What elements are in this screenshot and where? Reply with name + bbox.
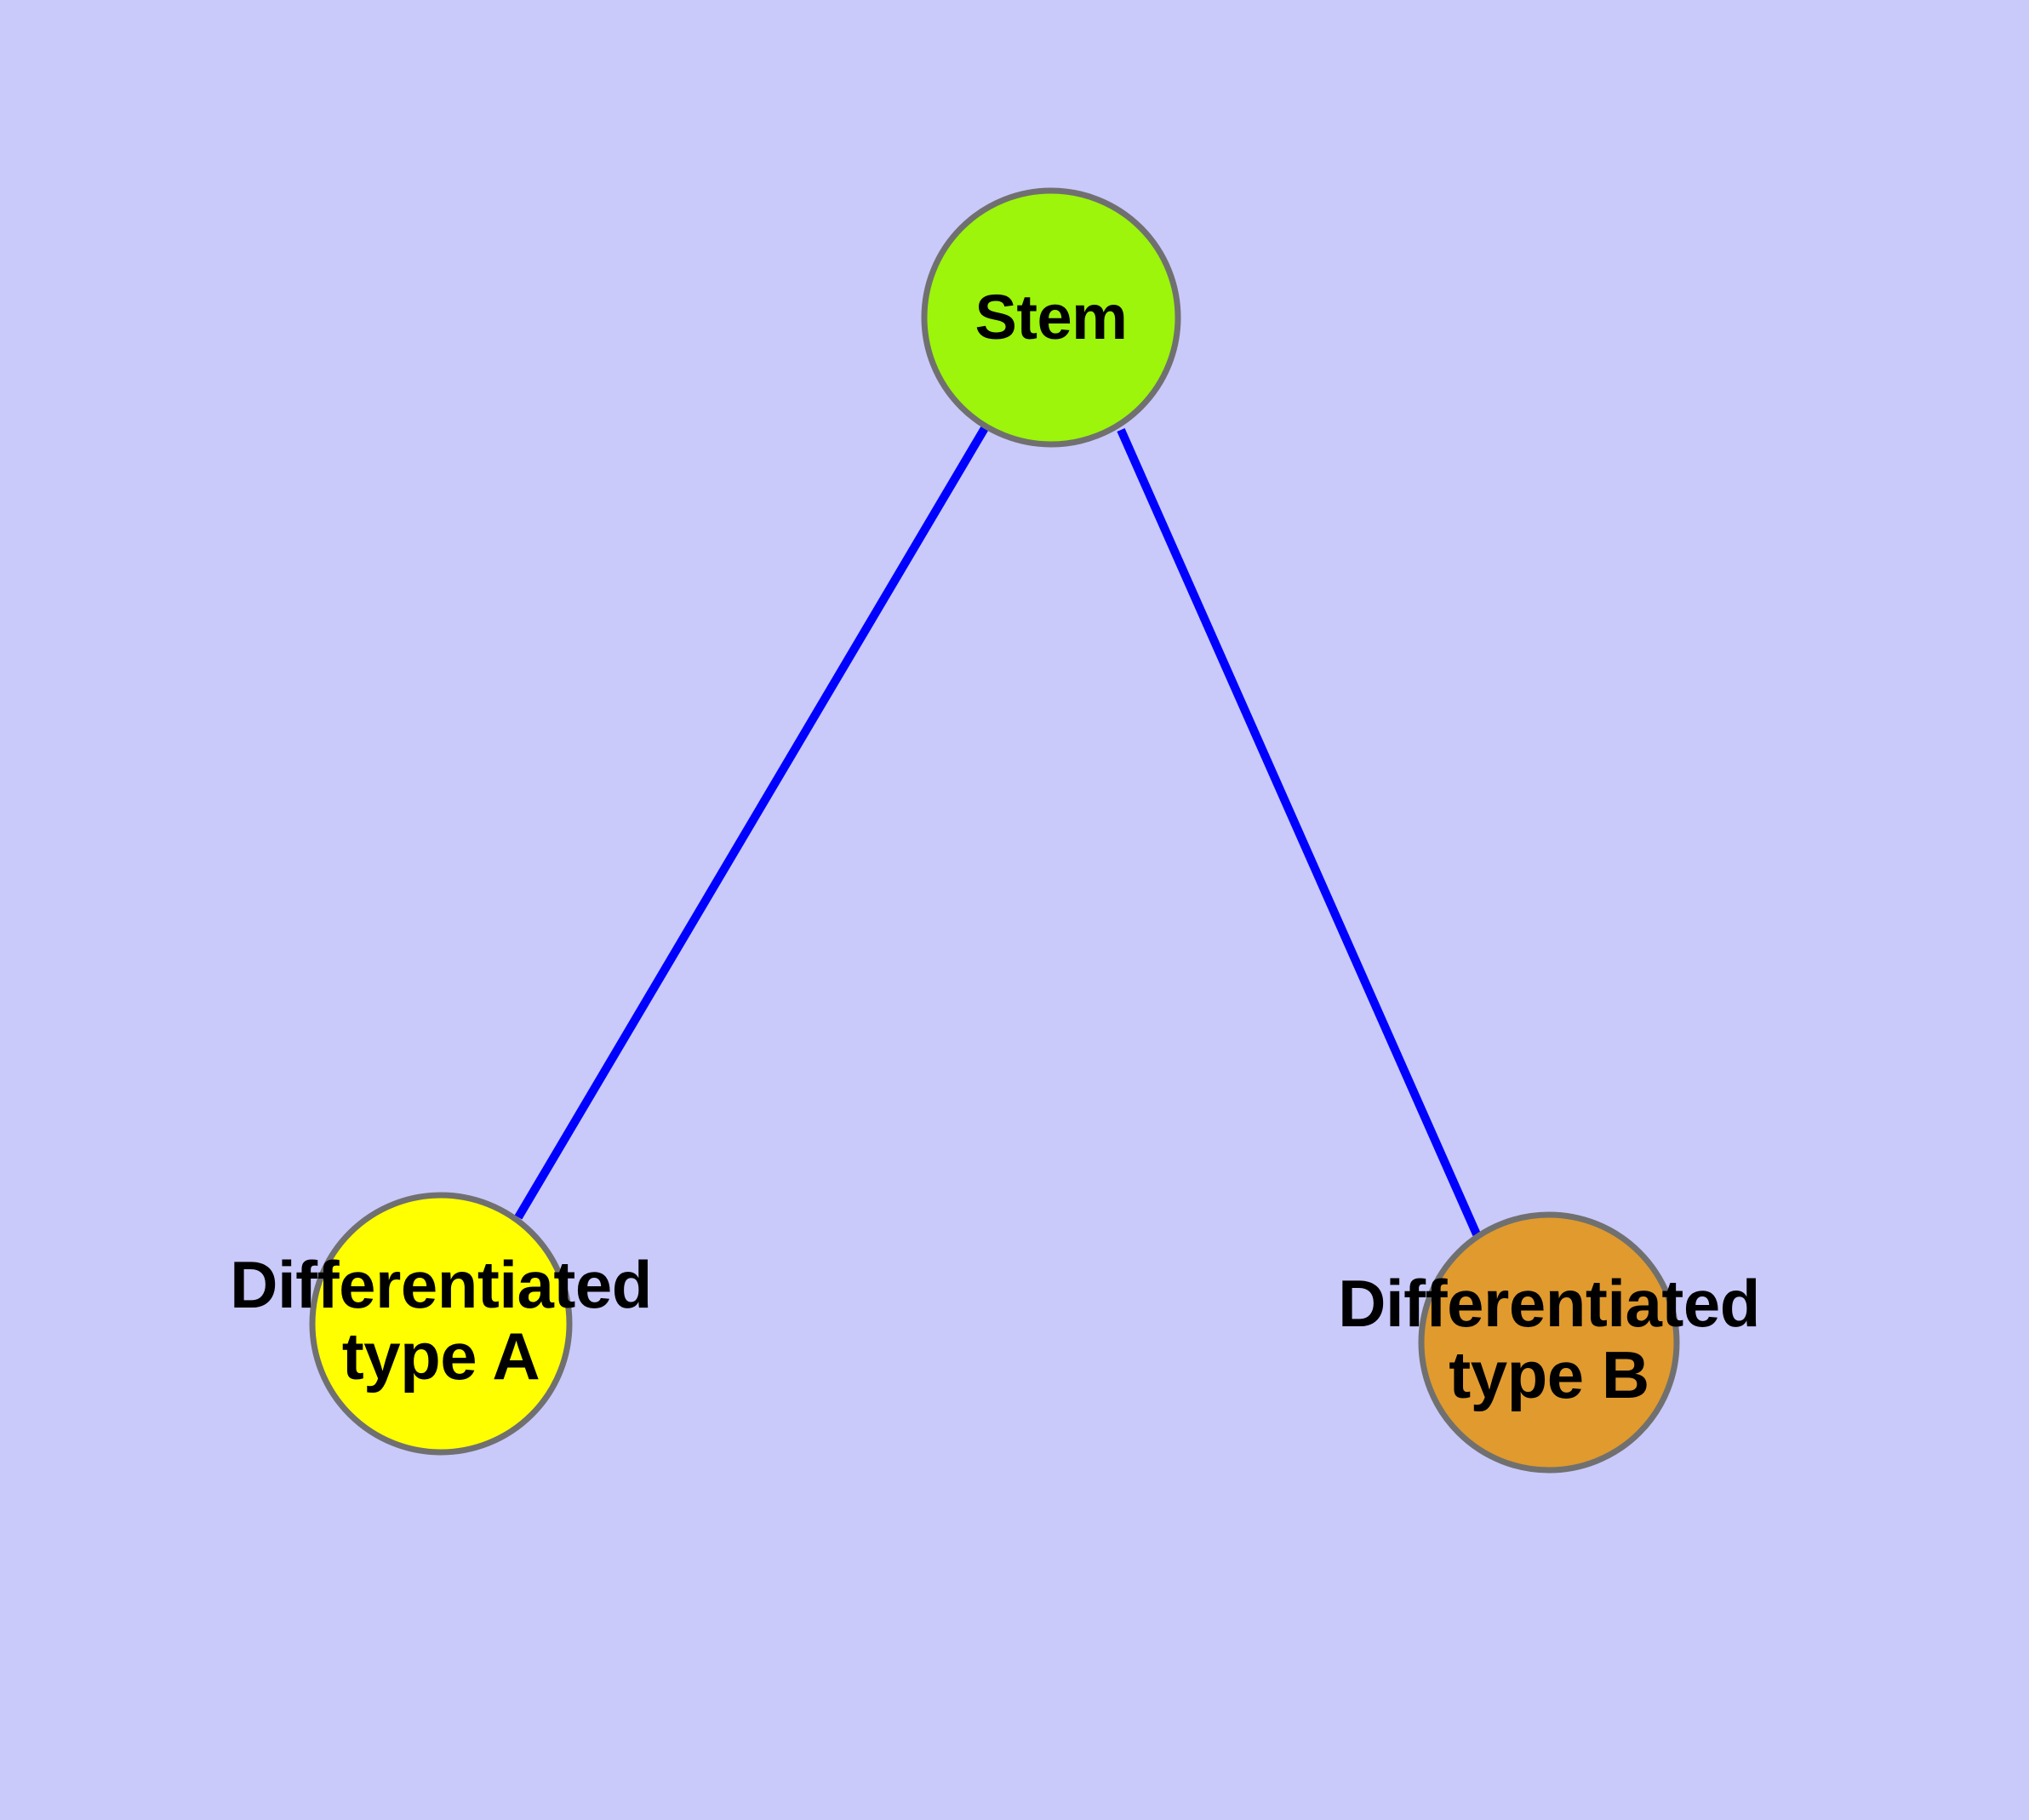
edge-stem-diff-a — [514, 426, 989, 1220]
edge-layer — [514, 426, 1481, 1237]
edge-stem-diff-b — [1117, 427, 1481, 1237]
node-stem[interactable] — [921, 187, 1181, 448]
node-differentiated-type-a[interactable] — [309, 1192, 573, 1456]
node-layer — [309, 187, 1680, 1474]
node-differentiated-type-b[interactable] — [1418, 1211, 1680, 1474]
